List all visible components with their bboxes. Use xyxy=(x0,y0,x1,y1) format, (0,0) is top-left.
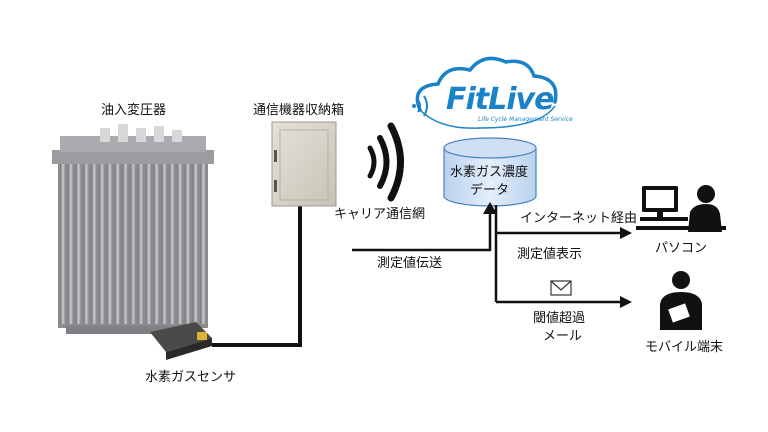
transformer-label: 油入変圧器 xyxy=(101,103,167,118)
cabinet-label: 通信機器収納箱 xyxy=(253,103,345,118)
radiator-fin xyxy=(200,164,207,324)
pc-user-icon xyxy=(636,185,726,232)
radiator-fin xyxy=(192,164,199,324)
hydrogen-sensor-device xyxy=(150,322,212,360)
sensor-label: 水素ガスセンサ xyxy=(145,370,237,385)
mobile-user-icon xyxy=(660,271,702,330)
display-measurement-label: 測定値表示 xyxy=(517,247,583,262)
logo-tagline: Life Cycle Management Service xyxy=(478,116,573,123)
radiator-fin xyxy=(122,164,129,324)
database-cylinder xyxy=(443,137,537,207)
mobile-label: モバイル端末 xyxy=(645,340,724,355)
radiator-fin xyxy=(153,164,160,324)
flow-arrows xyxy=(352,205,620,304)
mail-icon xyxy=(550,280,572,296)
via-internet-label: インターネット経由 xyxy=(520,211,638,226)
logo-name: FitLive xyxy=(446,82,554,117)
radiator-fin xyxy=(177,164,183,324)
arrow-head-to-pc xyxy=(620,227,632,239)
fitlive-cloud-logo xyxy=(412,56,558,129)
arrow-head-to-mobile xyxy=(620,296,632,308)
carrier-network-label: キャリア通信網 xyxy=(334,207,426,222)
send-measurement-label: 測定値伝送 xyxy=(377,256,443,271)
radiator-fin xyxy=(83,164,90,324)
radiator-fin xyxy=(106,164,113,324)
radiator-fin xyxy=(138,164,144,324)
radiator-fin xyxy=(114,164,121,324)
radiator-fin xyxy=(184,164,191,324)
radiator-fin xyxy=(75,164,82,324)
pc-label: パソコン xyxy=(655,241,708,256)
threshold-mail-label-line2: メール xyxy=(543,329,583,344)
communication-cabinet-image xyxy=(271,121,337,207)
radiator-fin xyxy=(99,164,105,324)
radiator-fin xyxy=(91,164,98,324)
wireless-signal-icon xyxy=(367,122,404,202)
oil-transformer-image xyxy=(52,124,214,334)
radiator-fin xyxy=(130,164,137,324)
radiator-fin xyxy=(60,164,66,324)
arrow-head-to-database xyxy=(483,202,497,214)
sensor-cable xyxy=(212,200,302,347)
radiator-fin xyxy=(145,164,152,324)
threshold-mail-label-line1: 閾値超過 xyxy=(533,311,586,326)
radiator-fin xyxy=(161,164,168,324)
database-label-line2: データ xyxy=(470,183,510,198)
radiator-fin xyxy=(67,164,74,324)
radiator-fin xyxy=(169,164,176,324)
database-label-line1: 水素ガス濃度 xyxy=(450,165,529,180)
